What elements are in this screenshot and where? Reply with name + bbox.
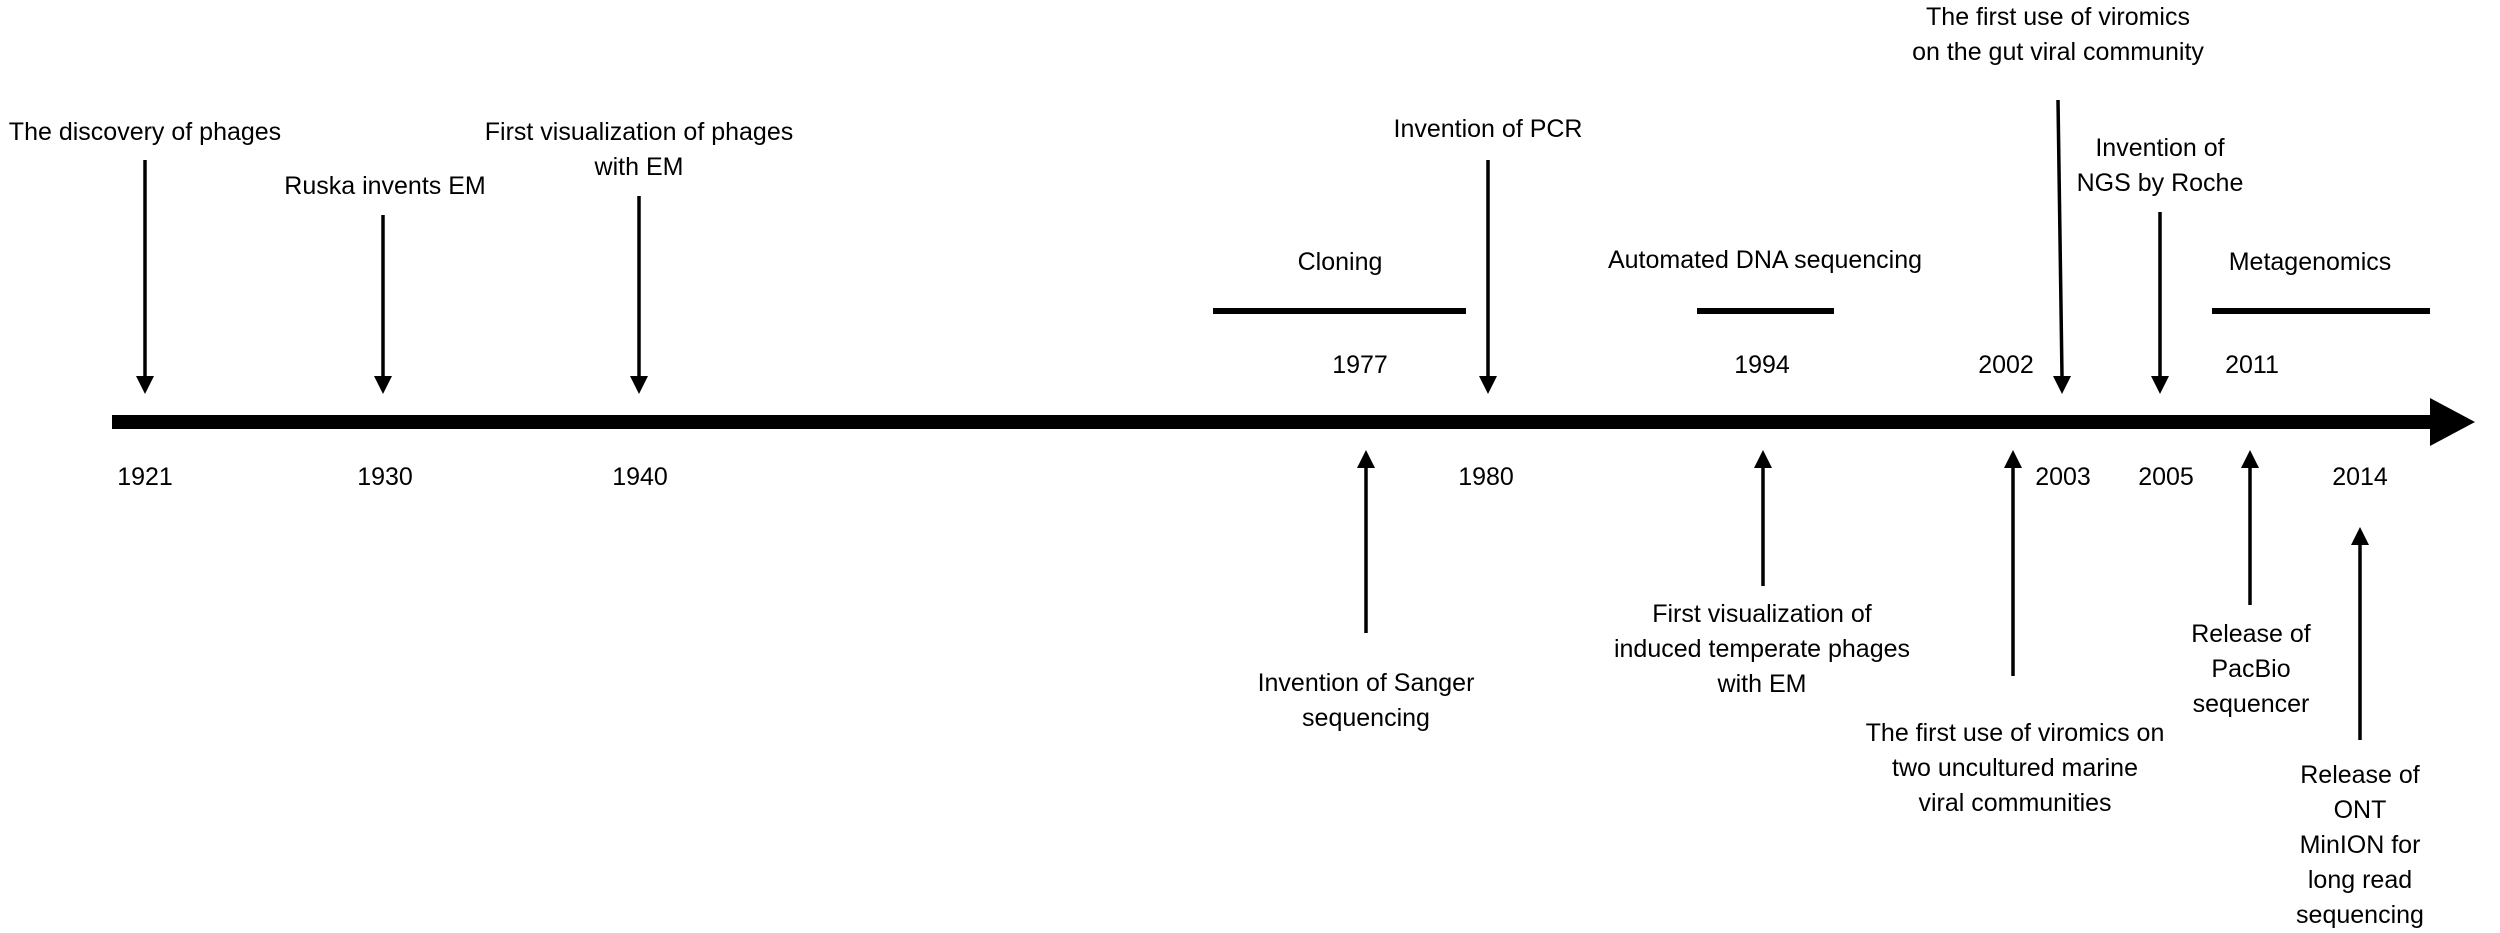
period-label-metagenomics: Metagenomics	[2228, 248, 2392, 276]
event-release-pacbio: Release of PacBio sequencer	[2191, 620, 2311, 718]
timeline-graphics	[112, 99, 2475, 740]
year-label-1921: 1921	[117, 463, 173, 491]
arrow-2002	[2004, 450, 2022, 676]
year-label-1930: 1930	[357, 463, 413, 491]
period-label-automated-dna-sequencing: Automated DNA sequencing	[1607, 246, 1923, 274]
year-label-2003: 2003	[2035, 463, 2091, 491]
event-first-visualization-phages-em: First visualization of phages with EM	[484, 118, 794, 181]
arrow-2005	[2151, 212, 2169, 394]
year-label-2002: 2002	[1978, 351, 2034, 379]
arrow-1977	[1357, 450, 1375, 633]
arrow-1930	[374, 215, 392, 394]
event-invention-ngs-roche: Invention of NGS by Roche	[2076, 134, 2244, 197]
year-label-1977: 1977	[1332, 351, 1388, 379]
event-first-visualization-temperate: First visualization of induced temperate…	[1613, 600, 1911, 698]
period-label-cloning: Cloning	[1297, 248, 1383, 276]
event-invention-sanger: Invention of Sanger sequencing	[1257, 669, 1475, 732]
year-label-2014: 2014	[2332, 463, 2388, 491]
event-first-viromics-marine: The first use of viromics on two uncultu…	[1865, 719, 2165, 817]
year-label-2011: 2011	[2225, 351, 2279, 379]
event-first-viromics-gut: The first use of viromics on the gut vir…	[1912, 3, 2204, 66]
timeline-axis-arrowhead	[2430, 398, 2475, 446]
arrow-1980	[1479, 160, 1497, 394]
year-label-1940: 1940	[612, 463, 668, 491]
year-label-1994: 1994	[1734, 351, 1790, 379]
arrow-1921	[136, 160, 154, 394]
event-release-ont-minion: Release of ONT MinION for long read sequ…	[2296, 761, 2424, 929]
event-ruska-invents-em: Ruska invents EM	[284, 172, 486, 200]
arrow-2014	[2351, 527, 2369, 740]
arrow-1994	[1754, 450, 1772, 586]
year-label-2005: 2005	[2138, 463, 2194, 491]
arrow-1940	[630, 196, 648, 394]
year-label-1980: 1980	[1458, 463, 1514, 491]
event-discovery-of-phages: The discovery of phages	[8, 118, 282, 146]
arrow-2011	[2241, 450, 2259, 605]
arrow-2003	[2053, 99, 2071, 394]
event-invention-of-pcr: Invention of PCR	[1393, 115, 1583, 143]
